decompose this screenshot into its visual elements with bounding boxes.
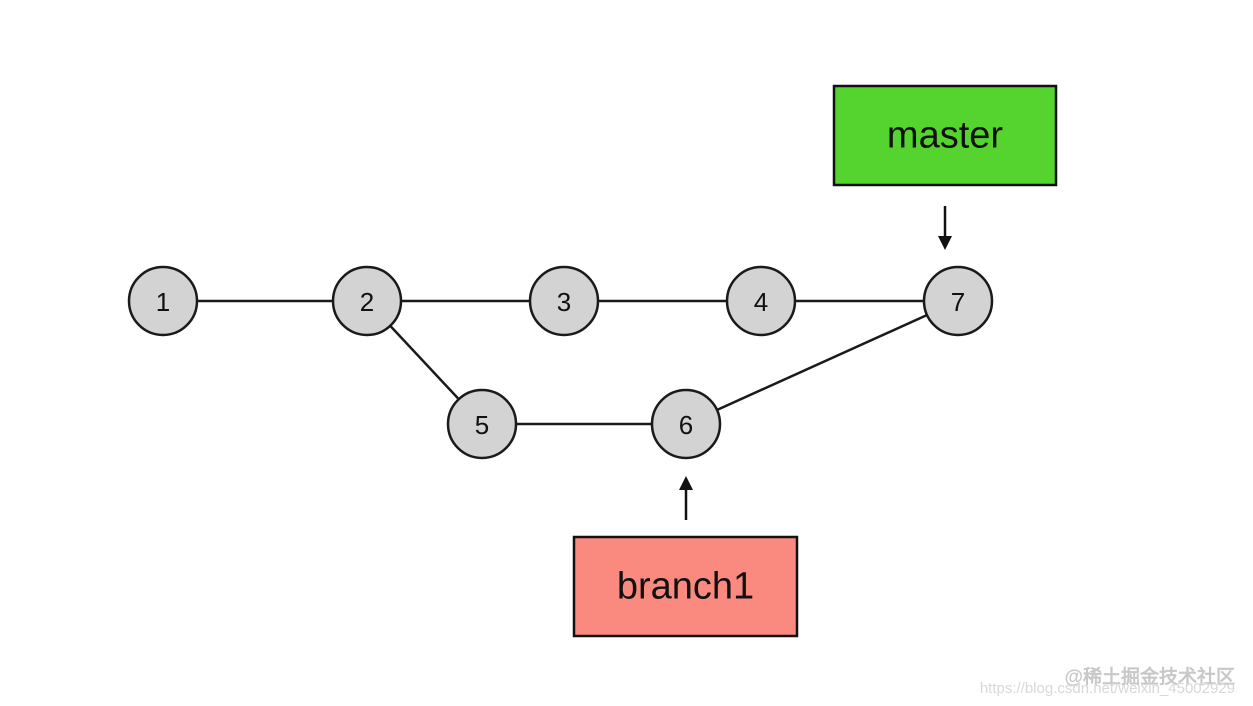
branch-box (572, 535, 799, 638)
commit-node-4: 4 (725, 265, 797, 337)
commit-circle (528, 265, 600, 337)
commit-circle (446, 388, 518, 460)
watermark-url: https://blog.csdn.net/weixin_45002929 (979, 680, 1235, 697)
commit-label: 2 (360, 287, 374, 317)
commit-circle (650, 388, 722, 460)
commit-node-5: 5 (446, 388, 518, 460)
commit-label: 5 (475, 410, 489, 440)
watermark-logo-text: @稀土掘金技术社区 (1064, 667, 1235, 688)
commit-node-1: 1 (127, 265, 199, 337)
commit-label: 7 (951, 287, 965, 317)
commit-label: 6 (679, 410, 693, 440)
commit-circle (725, 265, 797, 337)
commit-node-6: 6 (650, 388, 722, 460)
commit-label: 3 (557, 287, 571, 317)
commit-circle (331, 265, 403, 337)
pointer-arrow-head-icon (938, 236, 952, 250)
pointer-arrow-head-icon (679, 476, 693, 490)
commit-circle (922, 265, 994, 337)
branch-label-branch1: branch1 (572, 476, 799, 638)
commit-node-2: 2 (331, 265, 403, 337)
commit-label: 1 (156, 287, 170, 317)
nodes-layer: 1 2 3 4 5 6 7 (127, 265, 994, 460)
branch-labels-layer: master branch1 (572, 84, 1058, 638)
commit-node-7: 7 (922, 265, 994, 337)
branch-name: master (887, 115, 1003, 157)
branch-name: branch1 (617, 566, 754, 608)
commit-label: 4 (754, 287, 768, 317)
commit-circle (127, 265, 199, 337)
edge-6-7 (685, 299, 959, 426)
commit-node-3: 3 (528, 265, 600, 337)
branch-box (832, 84, 1058, 187)
branch-label-master: master (832, 84, 1058, 250)
